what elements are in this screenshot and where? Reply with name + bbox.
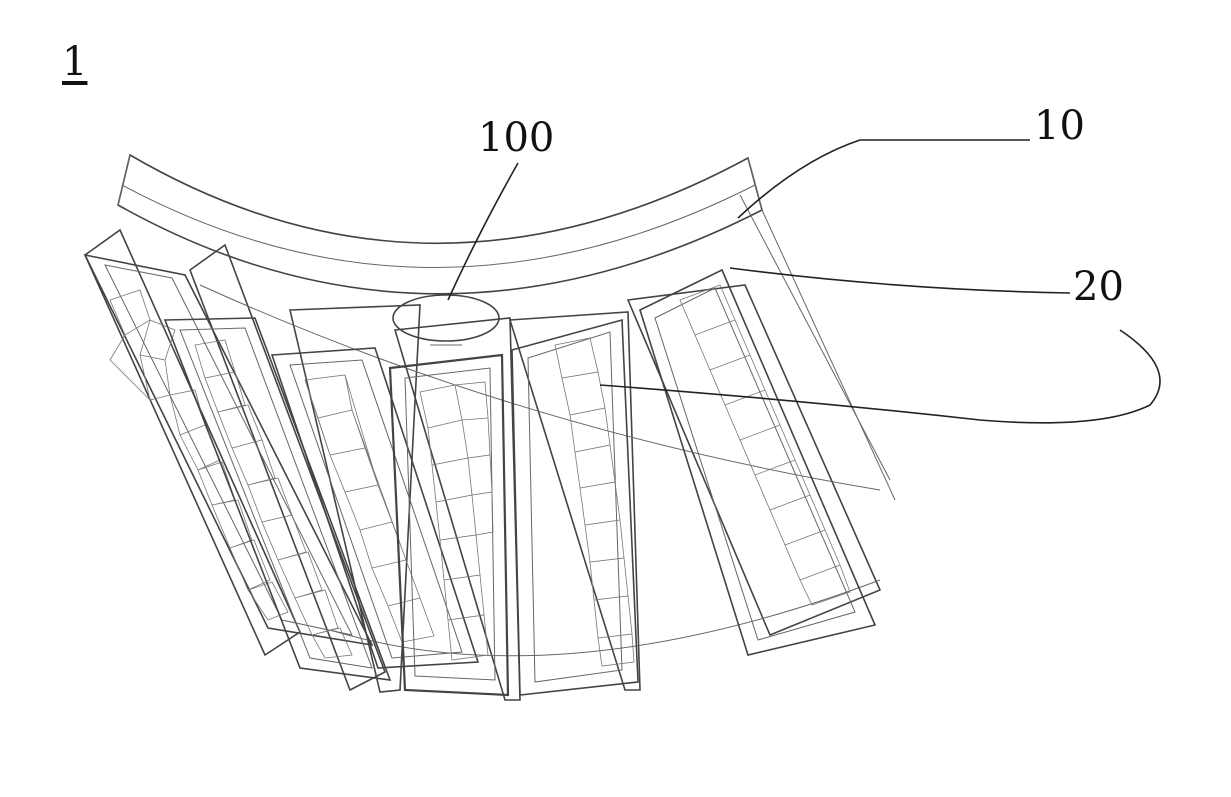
cell-5: [512, 320, 638, 695]
leader-20-a: [730, 268, 1070, 293]
top-film-strip: [118, 155, 895, 500]
highlight-region-100: [393, 295, 499, 345]
cells-label: 20: [1073, 267, 1124, 307]
film-label: 10: [1034, 106, 1085, 146]
region-label: 100: [478, 118, 554, 158]
leader-100: [448, 163, 518, 300]
cell-4: [390, 355, 508, 695]
assembly-label: 1: [62, 42, 87, 82]
cell-1: [85, 255, 372, 645]
leader-lines: [448, 140, 1160, 423]
leader-10: [738, 140, 1030, 218]
cell-6: [640, 270, 875, 655]
